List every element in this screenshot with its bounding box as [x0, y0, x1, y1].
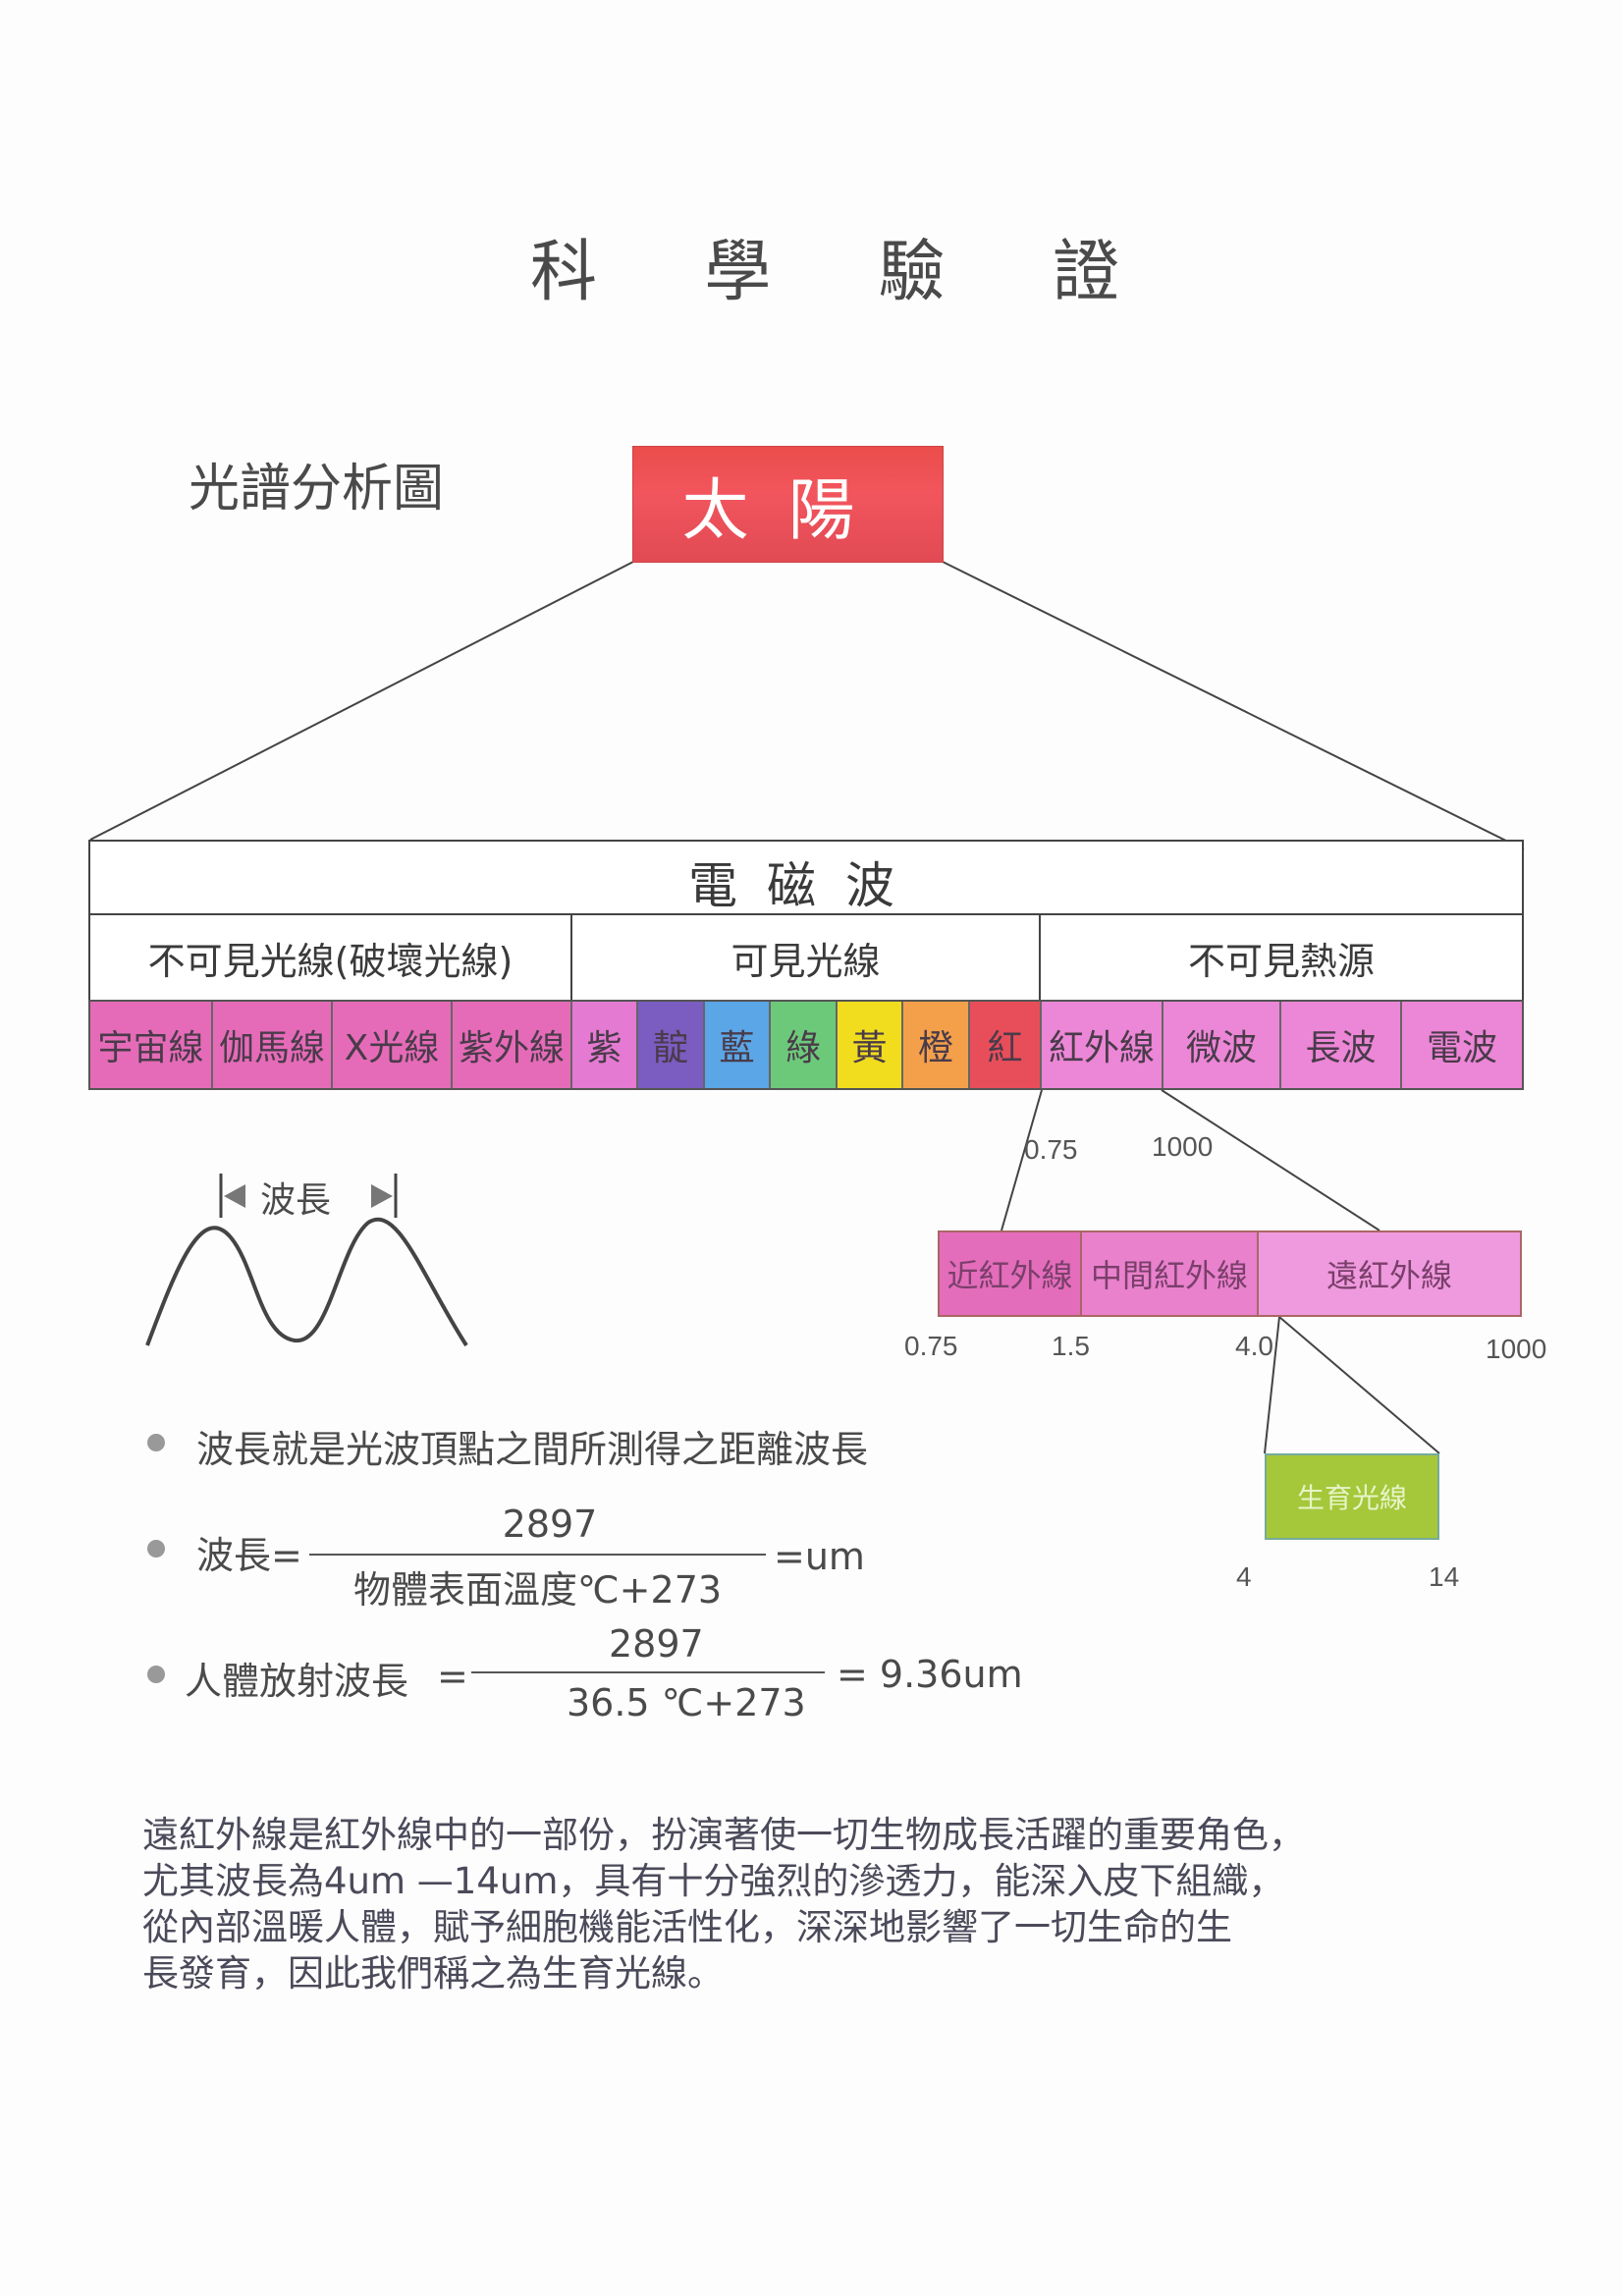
spectrum-cell: 靛: [638, 1002, 705, 1088]
spectrum-cell: 黃: [838, 1002, 903, 1088]
formula-denominator: 物體表面溫度℃+273: [353, 1568, 723, 1612]
body-wavelength-lhs: 人體放射波長: [185, 1660, 409, 1703]
category-invisible-heat: 不可見熱源: [1039, 913, 1524, 1002]
sun-connector-left: [89, 561, 634, 841]
title-char: 科: [530, 233, 598, 311]
spectrum-cell: X光線: [333, 1002, 453, 1088]
wavelength-label: 波長: [260, 1180, 332, 1221]
growth-connector-right: [1278, 1316, 1440, 1454]
ir-tick: 4.0: [1235, 1331, 1273, 1361]
spectrum-cell: 紫外線: [453, 1002, 572, 1088]
spectrum-cell: 紅: [970, 1002, 1042, 1088]
spectrum-cell: 微波: [1163, 1002, 1281, 1088]
formula-fraction-line: [309, 1554, 766, 1556]
spectrum-cell: 宇宙線: [90, 1002, 213, 1088]
formula-numerator: 2897: [502, 1503, 598, 1546]
growth-light-box: 生育光線: [1265, 1453, 1439, 1540]
paragraph-line: 遠紅外線是紅外線中的一部份，扮演著使一切生物成長活躍的重要角色，: [142, 1814, 1305, 1856]
ir-start-value: 0.75: [1024, 1134, 1078, 1165]
sun-connector-right: [942, 561, 1525, 850]
body-wavelength-eq: =: [437, 1655, 468, 1698]
ir-end-value: 1000: [1152, 1131, 1214, 1162]
ir-cell: 近紅外線: [940, 1232, 1082, 1315]
spectrum-cell: 伽馬線: [213, 1002, 333, 1088]
ir-cell: 遠紅外線: [1259, 1232, 1520, 1315]
growth-end-value: 14: [1429, 1561, 1460, 1592]
title-char: 學: [704, 233, 772, 311]
ir-cell: 中間紅外線: [1082, 1232, 1259, 1315]
paragraph-line: 尤其波長為4um —14um，具有十分強烈的滲透力，能深入皮下組織，: [142, 1860, 1285, 1902]
body-wavelength-numerator: 2897: [609, 1622, 704, 1666]
ir-connector-left: [1001, 1089, 1043, 1231]
spectrum-cell: 紅外線: [1042, 1002, 1163, 1088]
category-visible: 可見光線: [570, 913, 1041, 1002]
bullet-dot: [147, 1540, 165, 1558]
formula-lhs: 波長=: [196, 1534, 302, 1577]
paragraph-line: 長發育，因此我們稱之為生育光線。: [142, 1952, 724, 1995]
growth-connector-left: [1264, 1316, 1280, 1454]
title-char: 證: [1052, 233, 1119, 311]
subtitle: 光譜分析圖: [189, 460, 445, 519]
spectrum-cell: 紫: [572, 1002, 638, 1088]
description-paragraph: 遠紅外線是紅外線中的一部份，扮演著使一切生物成長活躍的重要角色， 尤其波長為4u…: [142, 1812, 1419, 1996]
electromagnetic-wave-band: 電磁波: [88, 840, 1524, 923]
body-wavelength-result: = 9.36um: [837, 1653, 1023, 1696]
spectrum-cell: 長波: [1281, 1002, 1402, 1088]
body-wavelength-denominator: 36.5 ℃+273: [567, 1681, 806, 1724]
wave-arrow-left: [224, 1184, 245, 1208]
spectrum-cell: 橙: [903, 1002, 970, 1088]
ir-connector-right: [1161, 1089, 1380, 1231]
wave-arrow-right: [371, 1184, 393, 1208]
ir-tick: 1000: [1486, 1334, 1547, 1364]
spectrum-cell: 電波: [1402, 1002, 1522, 1088]
page-title: 科 學 驗 證: [530, 221, 1119, 311]
bullet-dot: [147, 1434, 165, 1451]
sun-box: 太陽: [633, 447, 943, 562]
paragraph-line: 從內部溫暖人體，賦予細胞機能活性化，深深地影響了一切生命的生: [142, 1906, 1232, 1948]
bullet-dot: [147, 1666, 165, 1683]
wave-curve: [145, 1217, 468, 1347]
spectrum-cell: 綠: [771, 1002, 838, 1088]
growth-start-value: 4: [1236, 1561, 1252, 1592]
bullet-definition: 波長就是光波頂點之間所測得之距離波長: [196, 1428, 869, 1471]
infrared-breakdown: 近紅外線 中間紅外線 遠紅外線: [938, 1230, 1522, 1317]
category-invisible-destructive: 不可見光線(破壞光線): [88, 913, 572, 1002]
ir-tick: 1.5: [1052, 1331, 1090, 1361]
formula-rhs: =um: [774, 1535, 865, 1578]
body-fraction-line: [471, 1671, 825, 1673]
spectrum-row: 宇宙線 伽馬線 X光線 紫外線 紫 靛 藍 綠 黃 橙 紅 紅外線 微波 長波 …: [88, 1000, 1524, 1090]
title-char: 驗: [878, 233, 946, 311]
ir-tick: 0.75: [904, 1331, 958, 1361]
spectrum-cell: 藍: [705, 1002, 771, 1088]
